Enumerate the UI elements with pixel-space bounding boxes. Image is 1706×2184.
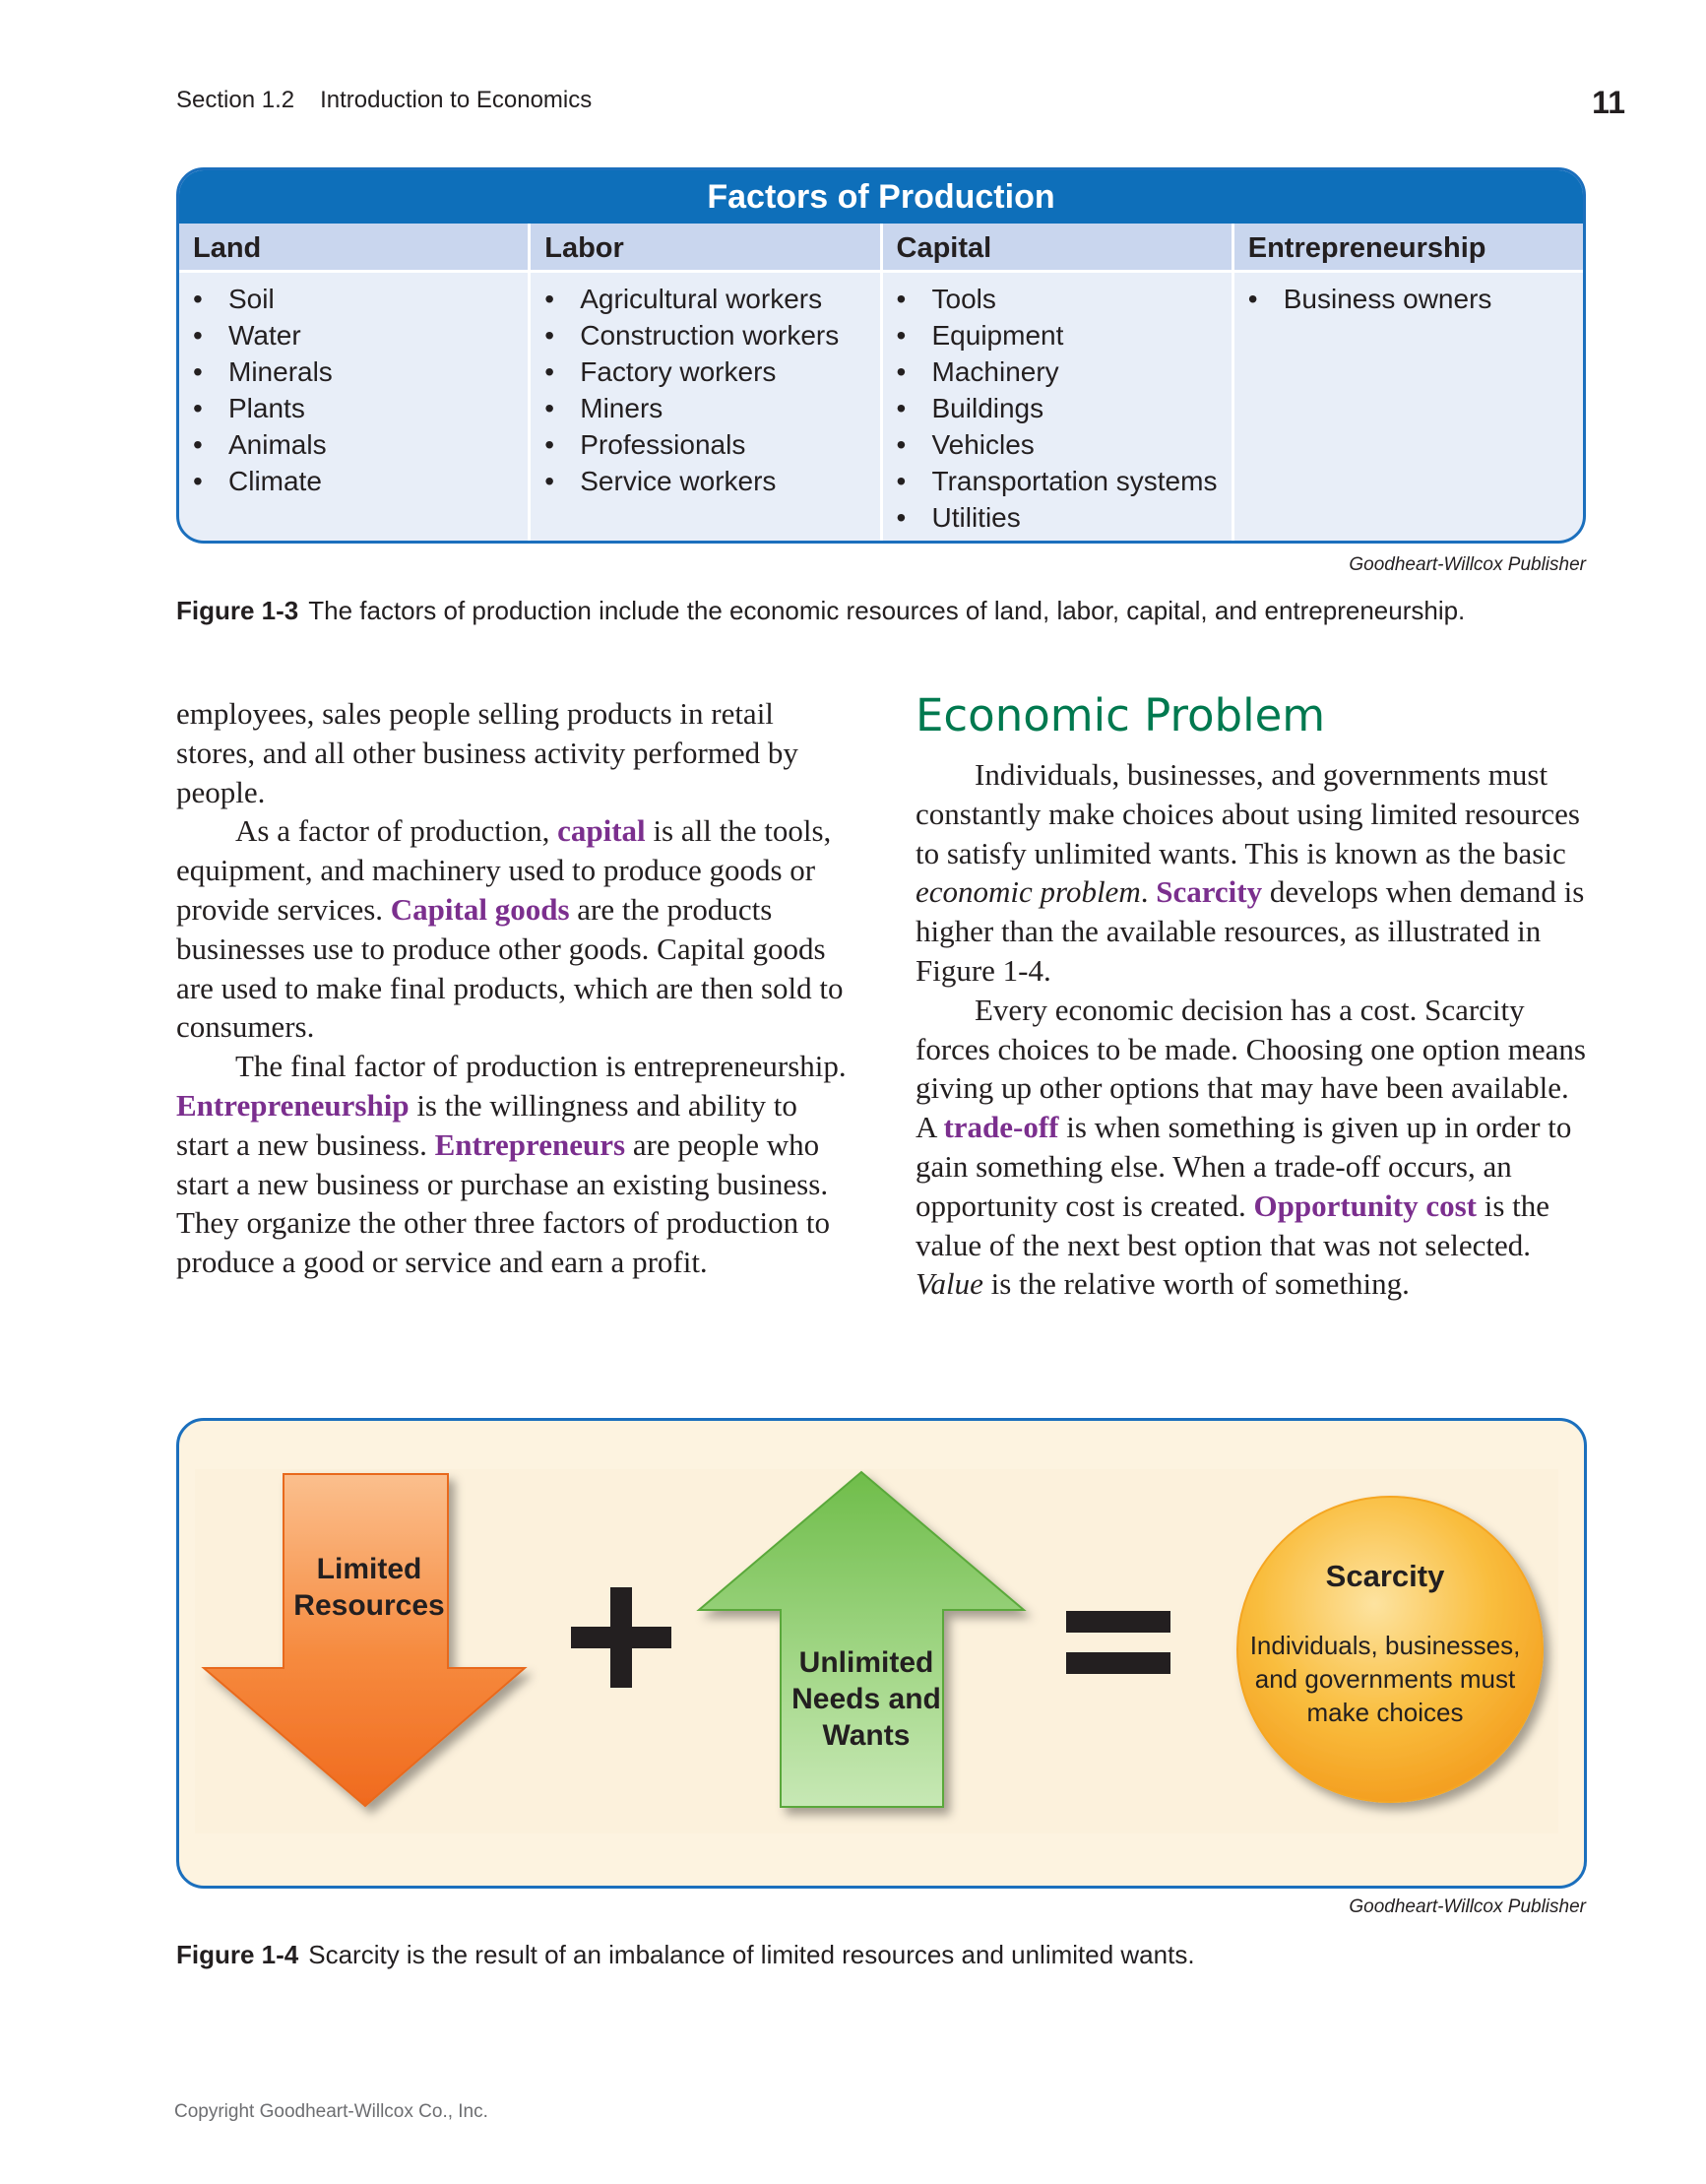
list-item: Miners (544, 390, 879, 426)
key-term: Opportunity cost (1253, 1188, 1478, 1223)
column-list: Agricultural workersConstruction workers… (531, 273, 879, 499)
list-item: Utilities (897, 499, 1232, 536)
text-run: develops when demand is higher than the … (916, 874, 1585, 988)
text-run: is all the tools, equipment, and machine… (176, 813, 832, 927)
section-heading: Economic Problem (916, 689, 1326, 741)
column-list: ToolsEquipmentMachineryBuildingsVehicles… (883, 273, 1232, 536)
down-arrow-icon (201, 1473, 528, 1808)
key-term: Capital goods (390, 891, 570, 927)
paragraph: As a factor of production, capital is al… (176, 811, 855, 1047)
list-item: Construction workers (544, 317, 879, 353)
scarcity-description: Individuals, businesses, and governments… (1249, 1631, 1521, 1727)
caption-text: Scarcity is the result of an imbalance o… (308, 1940, 1195, 1969)
list-item: Business owners (1248, 281, 1583, 317)
column-list: Business owners (1234, 273, 1583, 317)
list-item: Plants (193, 390, 528, 426)
up-arrow-icon (696, 1470, 1027, 1808)
paragraph: Every economic decision has a cost. Scar… (916, 991, 1595, 1304)
caption-text: The factors of production include the ec… (308, 596, 1466, 625)
paragraph: Individuals, businesses, and governments… (916, 755, 1595, 991)
section-title: Introduction to Economics (320, 87, 593, 113)
column-heading: Capital (882, 224, 1232, 273)
list-item: Factory workers (544, 353, 879, 390)
key-term: Entrepreneurship (176, 1087, 410, 1123)
column-heading: Entrepreneurship (1233, 224, 1583, 273)
text-run: Individuals, businesses, and governments… (916, 757, 1580, 870)
list-item: Animals (193, 426, 528, 463)
running-head: Section 1.2 Introduction to Economics (176, 87, 592, 114)
unlimited-needs-label: Unlimited Needs and Wants (791, 1646, 941, 1752)
section-number: Section 1.2 (176, 87, 295, 113)
table-column-labor: LaborAgricultural workersConstruction wo… (531, 224, 883, 541)
column-heading: Labor (531, 224, 880, 273)
italic-term: economic problem (916, 874, 1141, 910)
key-term: trade-off (943, 1110, 1059, 1145)
key-term: Entrepreneurs (434, 1126, 626, 1162)
paragraph: The final factor of production is entrep… (176, 1047, 855, 1282)
left-text-column: employees, sales people selling products… (176, 694, 855, 1282)
table-column-capital: CapitalToolsEquipmentMachineryBuildingsV… (882, 224, 1234, 541)
text-run: is the willingness and ability to start … (176, 1087, 797, 1162)
scarcity-circle (1236, 1496, 1544, 1803)
paragraph: employees, sales people selling products… (176, 696, 798, 809)
text-run: The final factor of production is entrep… (235, 1049, 847, 1084)
column-list: SoilWaterMineralsPlantsAnimalsClimate (179, 273, 528, 499)
column-heading: Land (179, 224, 529, 273)
figure-credit: Goodheart-Willcox Publisher (1349, 554, 1586, 575)
table-title: Factors of Production (179, 170, 1583, 224)
key-term: Scarcity (1156, 874, 1263, 910)
scarcity-title: Scarcity (1325, 1559, 1445, 1593)
key-term: capital (557, 813, 646, 849)
table-column-land: LandSoilWaterMineralsPlantsAnimalsClimat… (179, 224, 532, 541)
copyright-notice: Copyright Goodheart-Willcox Co., Inc. (174, 2101, 488, 2122)
limited-resources-label: Limited Resources (293, 1553, 445, 1622)
text-run: is the relative worth of something. (982, 1266, 1410, 1302)
table-column-entrepreneurship: EntrepreneurshipBusiness owners (1233, 224, 1583, 541)
figure-caption: Figure 1-4 Scarcity is the result of an i… (176, 1940, 1195, 1970)
text-run: is when something is given up in order t… (916, 1110, 1572, 1223)
text-run: Every economic decision has a cost. Scar… (916, 992, 1586, 1145)
factors-of-production-table: Factors of Production LandSoilWaterMiner… (176, 167, 1586, 544)
caption-label: Figure 1-4 (176, 1940, 299, 1969)
text-run: are people who start a new business or p… (176, 1126, 830, 1280)
list-item: Vehicles (897, 426, 1232, 463)
list-item: Professionals (544, 426, 879, 463)
text-run: are the products businesses use to produ… (176, 891, 844, 1045)
list-item: Minerals (193, 353, 528, 390)
italic-term: Value (916, 1266, 983, 1302)
list-item: Soil (193, 281, 528, 317)
list-item: Climate (193, 463, 528, 499)
list-item: Tools (897, 281, 1232, 317)
page-number: 11 (1592, 85, 1625, 120)
text-run: As a factor of production, (235, 813, 558, 849)
table-columns: LandSoilWaterMineralsPlantsAnimalsClimat… (179, 224, 1583, 541)
plus-icon (571, 1587, 671, 1688)
list-item: Water (193, 317, 528, 353)
text-run: . (1140, 874, 1157, 910)
figure-credit: Goodheart-Willcox Publisher (1349, 1896, 1586, 1917)
list-item: Buildings (897, 390, 1232, 426)
equals-icon (1066, 1611, 1170, 1674)
list-item: Agricultural workers (544, 281, 879, 317)
figure-caption: Figure 1-3 The factors of production incl… (176, 596, 1465, 626)
list-item: Transportation systems (897, 463, 1232, 499)
caption-label: Figure 1-3 (176, 596, 299, 625)
list-item: Service workers (544, 463, 879, 499)
list-item: Equipment (897, 317, 1232, 353)
list-item: Machinery (897, 353, 1232, 390)
right-text-column: Individuals, businesses, and governments… (916, 755, 1595, 1304)
text-run: is the value of the next best option tha… (916, 1188, 1550, 1262)
